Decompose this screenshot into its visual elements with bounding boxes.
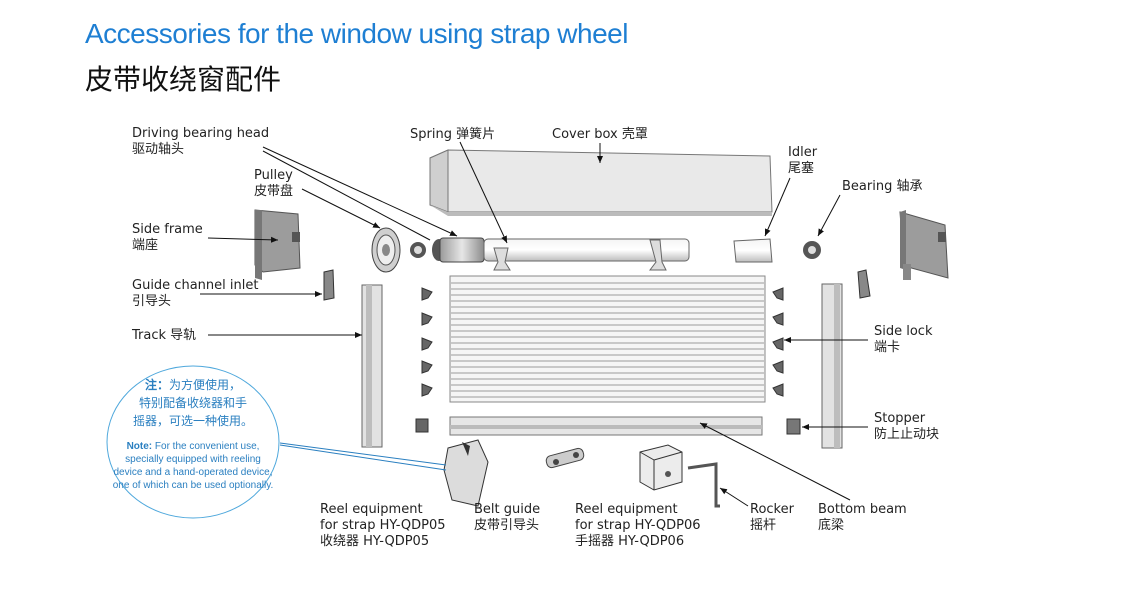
stopper-left-part bbox=[415, 418, 429, 433]
note-zh-line1: 为方便使用， bbox=[169, 378, 242, 392]
leader-lines bbox=[200, 141, 868, 507]
note-bubble bbox=[106, 365, 280, 519]
side-lock-clip bbox=[421, 312, 433, 326]
label-spring: Spring 弹簧片 bbox=[410, 127, 496, 142]
driving-bearing-head-part bbox=[432, 237, 485, 263]
side-locks-right-part bbox=[772, 287, 784, 397]
page-title-chinese: 皮带收绕窗配件 bbox=[85, 63, 282, 96]
label-side-frame-en: Side frame bbox=[132, 222, 203, 237]
bearing-right-part bbox=[803, 241, 821, 259]
label-guide-channel-inlet-en: Guide channel inlet bbox=[132, 278, 259, 293]
guide-channel-inlet-left-part bbox=[323, 269, 335, 301]
belt-guide-part bbox=[545, 447, 585, 469]
reel-equipment-qdp06-part bbox=[639, 444, 683, 491]
label-belt-guide-en: Belt guide bbox=[474, 502, 541, 517]
side-lock-clip bbox=[772, 337, 784, 351]
label-idler-en: Idler bbox=[788, 145, 818, 160]
side-lock-clip bbox=[772, 287, 784, 301]
side-lock-clip bbox=[421, 337, 433, 351]
side-lock-clip bbox=[772, 360, 784, 374]
side-locks-left-part bbox=[421, 287, 433, 397]
label-bearing: Bearing 轴承 bbox=[842, 179, 923, 194]
stopper-right-part bbox=[786, 418, 801, 435]
label-side-lock-zh: 端卡 bbox=[874, 340, 901, 355]
label-reel-qdp06-line1: Reel equipment bbox=[575, 502, 678, 517]
label-rocker: Rocker 摇杆 bbox=[750, 502, 794, 534]
label-bottom-beam: Bottom beam 底梁 bbox=[818, 502, 907, 534]
label-rocker-zh: 摇杆 bbox=[750, 518, 777, 533]
label-driving-bearing-head-zh: 驱动轴头 bbox=[132, 142, 185, 157]
label-stopper: Stopper 防上止动块 bbox=[874, 411, 939, 443]
label-reel-qdp05: Reel equipment for strap HY-QDP05 收绕器 HY… bbox=[320, 502, 446, 550]
side-lock-clip bbox=[421, 383, 433, 397]
note-zh-line2: 特别配备收绕器和手 bbox=[138, 396, 247, 410]
label-reel-qdp06-line2: for strap HY-QDP06 bbox=[575, 518, 701, 533]
note-en-text: For the convenient use, specially equipp… bbox=[112, 441, 274, 491]
rocker-part bbox=[687, 462, 720, 508]
label-reel-qdp05-line1: Reel equipment bbox=[320, 502, 423, 517]
side-frame-right-part bbox=[899, 210, 949, 280]
note-en-prefix: Note: bbox=[126, 441, 153, 452]
note-english: Note: For the convenient use, specially … bbox=[112, 440, 274, 492]
label-stopper-zh: 防上止动块 bbox=[874, 427, 940, 442]
note-chinese: 注：为方便使用， 特别配备收绕器和手 摇器，可选一种使用。 bbox=[108, 376, 278, 430]
roller-tube-part bbox=[483, 238, 690, 271]
label-reel-qdp05-line2: for strap HY-QDP05 bbox=[320, 518, 446, 533]
note-zh-line3: 摇器，可选一种使用。 bbox=[132, 414, 253, 428]
label-reel-qdp05-line3: 收绕器 HY-QDP05 bbox=[320, 534, 430, 549]
label-guide-channel-inlet-zh: 引导头 bbox=[132, 294, 172, 309]
label-belt-guide-zh: 皮带引导头 bbox=[474, 518, 540, 533]
side-lock-clip bbox=[421, 287, 433, 301]
label-reel-qdp06: Reel equipment for strap HY-QDP06 手摇器 HY… bbox=[575, 502, 701, 550]
cover-box-part bbox=[429, 149, 773, 216]
label-side-frame: Side frame 端座 bbox=[132, 222, 203, 254]
label-idler-zh: 尾塞 bbox=[788, 161, 815, 176]
side-frame-left-part bbox=[254, 209, 301, 280]
guide-channel-inlet-right-part bbox=[857, 269, 871, 299]
label-bottom-beam-zh: 底梁 bbox=[818, 518, 845, 533]
label-side-lock: Side lock 端卡 bbox=[874, 324, 933, 356]
pulley-part bbox=[371, 227, 401, 273]
side-lock-clip bbox=[421, 360, 433, 374]
label-pulley: Pulley 皮带盘 bbox=[254, 168, 293, 200]
label-side-frame-zh: 端座 bbox=[132, 238, 159, 253]
track-right-part bbox=[821, 283, 843, 449]
label-driving-bearing-head-en: Driving bearing head bbox=[132, 126, 270, 141]
label-side-lock-en: Side lock bbox=[874, 324, 933, 339]
track-left-part bbox=[361, 284, 383, 448]
label-pulley-zh: 皮带盘 bbox=[254, 184, 294, 199]
label-rocker-en: Rocker bbox=[750, 502, 794, 517]
bottom-beam-part bbox=[449, 416, 763, 436]
label-reel-qdp06-line3: 手摇器 HY-QDP06 bbox=[575, 534, 685, 549]
side-lock-clip bbox=[772, 383, 784, 397]
label-track: Track 导轨 bbox=[132, 328, 197, 343]
bearing-left-part bbox=[410, 242, 426, 258]
label-stopper-en: Stopper bbox=[874, 411, 926, 426]
label-pulley-en: Pulley bbox=[254, 168, 293, 183]
note-zh-prefix: 注： bbox=[144, 378, 169, 392]
page-title-english: Accessories for the window using strap w… bbox=[85, 18, 628, 49]
label-bottom-beam-en: Bottom beam bbox=[818, 502, 907, 517]
curtain-slats-part bbox=[449, 275, 766, 403]
label-guide-channel-inlet: Guide channel inlet 引导头 bbox=[132, 278, 258, 310]
reel-equipment-qdp05-part bbox=[443, 439, 489, 507]
label-cover-box: Cover box 壳罩 bbox=[552, 127, 648, 142]
label-driving-bearing-head: Driving bearing head 驱动轴头 bbox=[132, 126, 269, 158]
side-lock-clip bbox=[772, 312, 784, 326]
label-belt-guide: Belt guide 皮带引导头 bbox=[474, 502, 540, 534]
idler-part bbox=[733, 238, 773, 263]
label-idler: Idler 尾塞 bbox=[788, 145, 817, 177]
